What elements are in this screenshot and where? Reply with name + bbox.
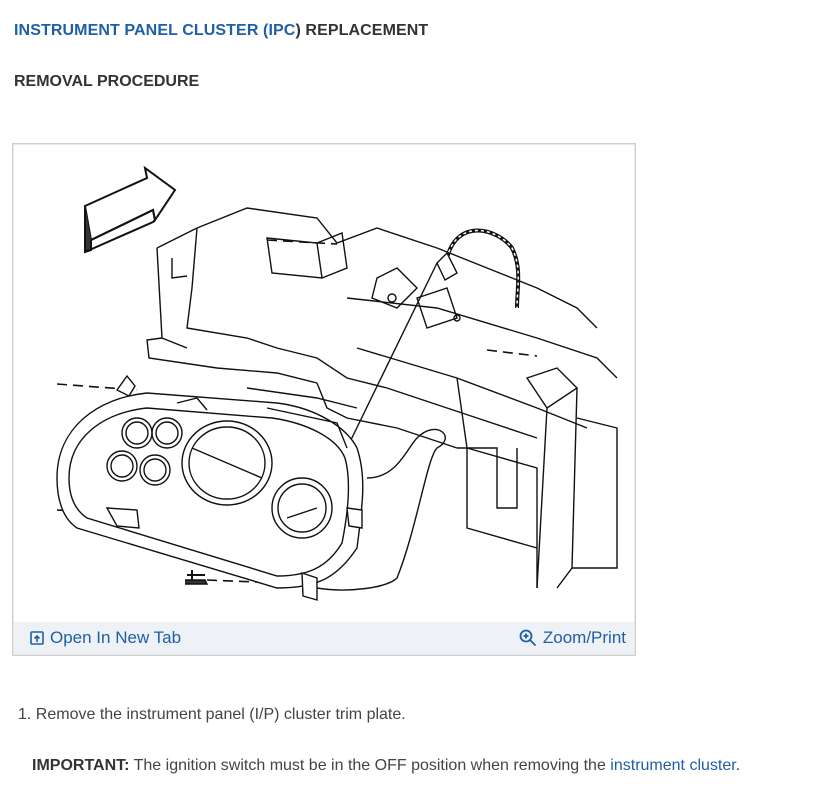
- section-heading: REMOVAL PROCEDURE: [14, 73, 200, 90]
- instrument-cluster-link[interactable]: instrument cluster: [610, 757, 736, 774]
- open-new-tab-label: Open In New Tab: [50, 628, 182, 647]
- figure-panel: Open In New Tab Zoom/Print: [12, 143, 636, 656]
- step-item: 1. Remove the instrument panel (I/P) clu…: [18, 706, 406, 723]
- important-label: IMPORTANT:: [32, 757, 130, 774]
- title-suffix: ) REPLACEMENT: [295, 22, 429, 39]
- cable: [445, 228, 521, 309]
- title-link-ipc[interactable]: IPC: [268, 22, 296, 39]
- instrument-cluster: [56, 374, 364, 601]
- figure-toolbar: Open In New Tab Zoom/Print: [14, 622, 634, 654]
- dashboard-structure: [146, 207, 618, 589]
- note-text: The ignition switch must be in the OFF p…: [129, 757, 611, 774]
- direction-arrow-icon: [83, 165, 177, 254]
- title-link-part[interactable]: INSTRUMENT PANEL CLUSTER (: [14, 22, 269, 39]
- important-note: IMPORTANT: The ignition switch must be i…: [32, 757, 740, 775]
- zoom-print-label: Zoom/Print: [542, 628, 626, 647]
- zoom-print-button[interactable]: Zoom/Print: [519, 628, 626, 648]
- open-new-tab-button[interactable]: Open In New Tab: [30, 628, 181, 648]
- note-end: .: [735, 757, 741, 774]
- open-new-tab-icon: [30, 631, 44, 645]
- page-title: INSTRUMENT PANEL CLUSTER (IPC) REPLACEME…: [14, 22, 428, 40]
- cluster-illustration[interactable]: [17, 148, 631, 620]
- zoom-in-icon: [519, 629, 536, 647]
